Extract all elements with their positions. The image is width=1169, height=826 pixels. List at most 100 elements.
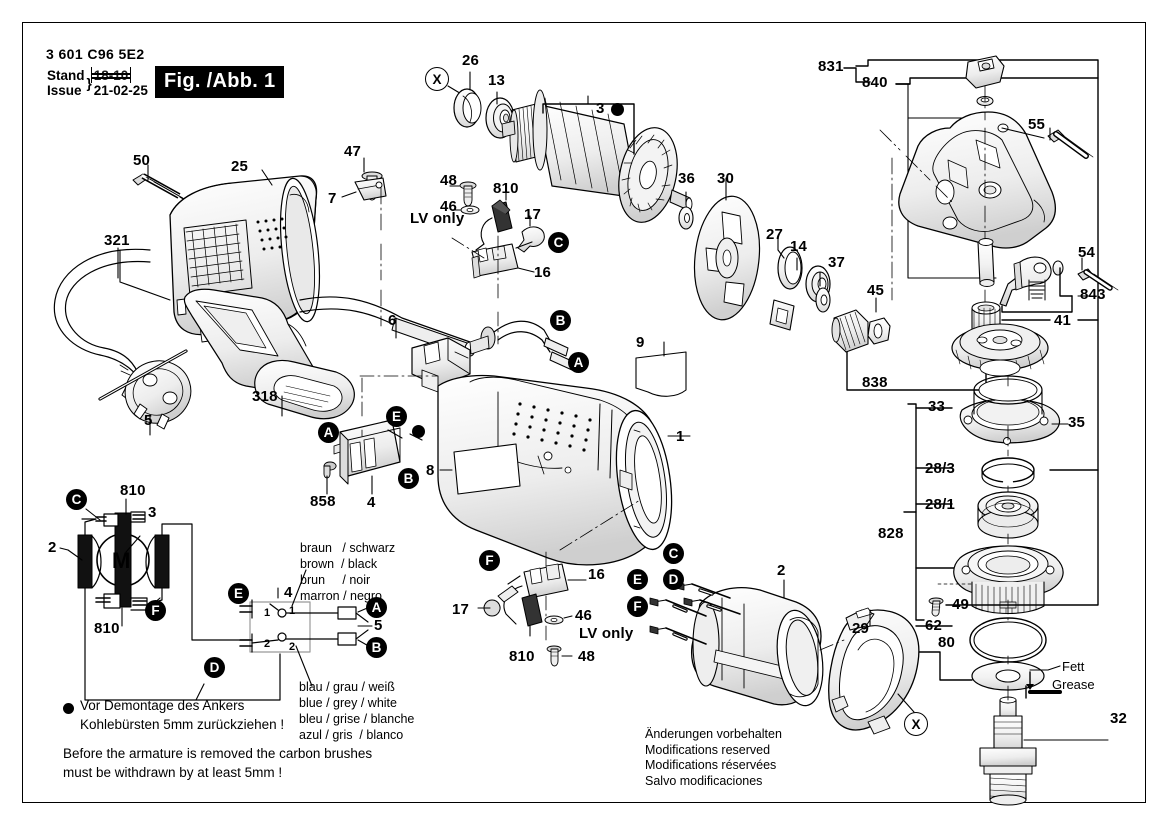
grease-label-en: Grease <box>1052 677 1095 692</box>
callout-f-brush: F <box>479 550 500 571</box>
part-label-32: 32 <box>1110 710 1128 727</box>
part-label-29: 29 <box>852 620 870 637</box>
terminal-1a: 1 <box>264 607 271 619</box>
part-label-26: 26 <box>462 52 480 69</box>
part-label-14: 14 <box>790 238 808 255</box>
part-label-810-top: 810 <box>493 180 519 197</box>
part-label-321: 321 <box>104 232 130 249</box>
part-label-46-bottom: 46 <box>575 607 593 624</box>
callout-f-schematic: F <box>145 600 166 621</box>
part-label-48-top: 48 <box>440 172 458 189</box>
part-label-843: 843 <box>1080 286 1106 303</box>
brace-icon: } <box>86 75 92 91</box>
callout-c-schematic: C <box>66 489 87 510</box>
part-label-41: 41 <box>1054 312 1072 329</box>
part-label-318: 318 <box>252 388 278 405</box>
part-label-1: 1 <box>676 428 685 445</box>
callout-d-field: D <box>663 569 684 590</box>
disclaimer-text: Änderungen vorbehalten Modifications res… <box>645 727 782 788</box>
callout-e-field: E <box>627 569 648 590</box>
part-label-36: 36 <box>678 170 696 187</box>
page-border <box>22 22 1146 803</box>
part-label-2-field: 2 <box>777 562 786 579</box>
part-label-3: 3 <box>596 100 605 117</box>
armature-note-de-2: Kohlebürsten 5mm zurückziehen ! <box>80 717 285 732</box>
part-label-33: 33 <box>928 398 946 415</box>
part-label-4-switch: 4 <box>367 494 376 511</box>
callout-b-switch: B <box>398 468 419 489</box>
part-label-45: 45 <box>867 282 885 299</box>
terminal-2b: 2 <box>289 641 296 653</box>
wire-colors-brown: braun / schwarz brown / black brun / noi… <box>300 541 396 603</box>
part-label-810-schematic-top: 810 <box>120 482 146 499</box>
callout-a-switch: A <box>318 422 339 443</box>
part-label-2-schematic: 2 <box>48 539 57 556</box>
part-label-7: 7 <box>328 190 337 207</box>
wire-colors-blue: blau / grau / weiß blue / grey / white b… <box>299 680 415 742</box>
lv-only-top: LV only <box>410 210 465 227</box>
callout-a-housing: A <box>568 352 589 373</box>
callout-e-schematic: E <box>228 583 249 604</box>
part-label-17-top: 17 <box>524 206 542 223</box>
part-label-28-1: 28/1 <box>925 496 955 513</box>
callout-x-top: X <box>425 67 449 91</box>
part-label-5: 5 <box>144 412 153 429</box>
part-label-8: 8 <box>426 462 435 479</box>
type-code: 3 601 C96 5E2 <box>46 46 145 62</box>
issue-value: 21-02-25 <box>93 83 148 98</box>
bullet-dot-switch <box>412 425 425 438</box>
bullet-dot-3 <box>611 103 624 116</box>
stand-value: 18-10 <box>90 67 149 83</box>
issue-label: Issue <box>47 83 82 98</box>
part-label-13: 13 <box>488 72 506 89</box>
terminal-2a: 2 <box>264 638 271 650</box>
part-label-16-top: 16 <box>534 264 552 281</box>
part-label-838: 838 <box>862 374 888 391</box>
part-label-6: 6 <box>388 312 397 329</box>
part-label-9: 9 <box>636 334 645 351</box>
part-label-5-schematic: 5 <box>374 617 383 634</box>
part-label-50: 50 <box>133 152 151 169</box>
revision-block: Stand } 18-10 Issue 21-02-25 <box>46 67 149 98</box>
part-label-46-top: 46 <box>440 198 458 215</box>
part-label-831: 831 <box>818 58 844 75</box>
part-label-54: 54 <box>1078 244 1096 261</box>
part-label-80: 80 <box>938 634 956 651</box>
part-label-17-bottom: 17 <box>452 601 470 618</box>
callout-b-housing: B <box>550 310 571 331</box>
callout-c-field: C <box>663 543 684 564</box>
part-label-3-schematic: 3 <box>148 504 157 521</box>
part-label-28-3: 28/3 <box>925 460 955 477</box>
callout-b-schematic: B <box>366 637 387 658</box>
callout-e-switch: E <box>386 406 407 427</box>
part-label-858: 858 <box>310 493 336 510</box>
part-label-49: 49 <box>952 596 970 613</box>
callout-c-top: C <box>548 232 569 253</box>
part-label-828: 828 <box>878 525 904 542</box>
callout-a-schematic: A <box>366 597 387 618</box>
callout-f-field: F <box>627 596 648 617</box>
callout-x-guard: X <box>904 712 928 736</box>
motor-symbol-m: M <box>112 548 131 573</box>
part-label-27: 27 <box>766 226 784 243</box>
part-label-48-bottom: 48 <box>578 648 596 665</box>
armature-note-en-1: Before the armature is removed the carbo… <box>63 746 373 761</box>
part-label-35: 35 <box>1068 414 1086 431</box>
figure-label: Fig. /Abb. 1 <box>155 66 285 98</box>
note-bullet <box>63 703 74 714</box>
part-label-4-schematic: 4 <box>284 584 293 601</box>
part-label-16-bottom: 16 <box>588 566 606 583</box>
part-label-25: 25 <box>231 158 249 175</box>
armature-note-de-1: Vor Demontage des Ankers <box>80 698 245 713</box>
terminal-1b: 1 <box>289 605 296 617</box>
stand-label: Stand <box>47 68 85 83</box>
lv-only-bottom: LV only <box>579 625 634 642</box>
part-label-37: 37 <box>828 254 846 271</box>
callout-d-schematic: D <box>204 657 225 678</box>
part-label-810-bottom: 810 <box>509 648 535 665</box>
part-label-810-schematic-bottom: 810 <box>94 620 120 637</box>
part-label-30: 30 <box>717 170 735 187</box>
armature-note-en-2: must be withdrawn by at least 5mm ! <box>63 765 283 780</box>
